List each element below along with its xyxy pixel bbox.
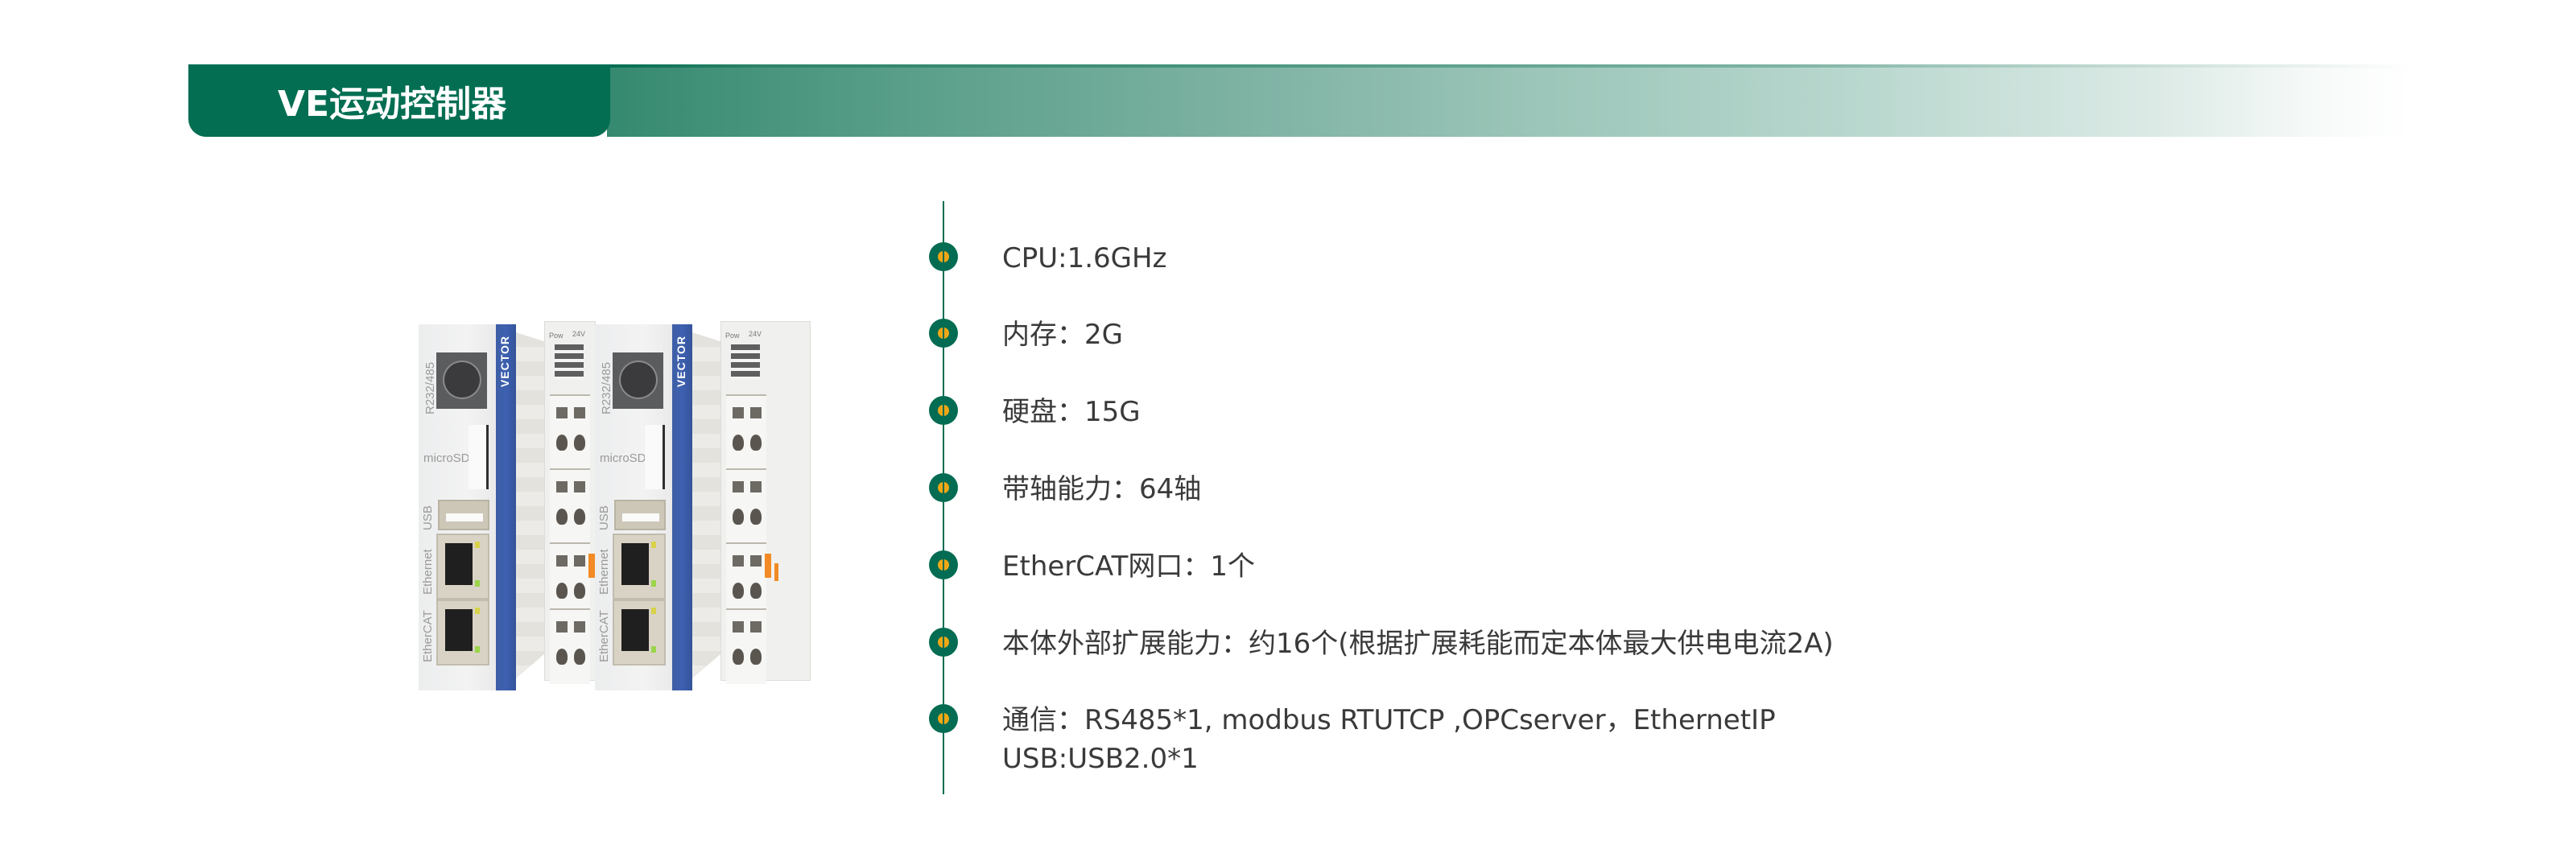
label-ethercat: EtherCAT <box>421 610 435 662</box>
bullet-dot-icon <box>929 628 958 657</box>
brand-stripe <box>496 324 516 690</box>
terminal-block <box>726 542 766 618</box>
terminal-block <box>550 394 590 470</box>
label-usb: USB <box>597 505 611 530</box>
product-image: R232/485 microSD USB Ethernet EtherCAT V… <box>415 320 817 698</box>
spec-text: 带轴能力：64轴 <box>1002 473 1202 505</box>
label-microsd: microSD <box>600 451 646 465</box>
orange-latch <box>588 554 595 578</box>
banner-top-strip <box>188 64 2410 68</box>
serial-port-connector <box>436 352 487 409</box>
bullet-dot-icon <box>929 704 958 733</box>
brand-stripe <box>672 324 692 690</box>
microsd-slot <box>469 425 489 489</box>
banner-title-tab: VE运动控制器 <box>188 64 610 137</box>
label-ethernet: Ethernet <box>421 549 435 595</box>
label-24v: 24V <box>572 330 586 338</box>
unit-side <box>516 332 548 678</box>
spec-text: 硬盘：15G <box>1002 396 1141 428</box>
ethernet-port <box>436 534 489 600</box>
ethernet-port <box>613 534 666 600</box>
label-24v: 24V <box>749 330 762 338</box>
bullet-dot-icon <box>929 396 958 425</box>
label-ethernet: Ethernet <box>597 549 611 595</box>
brand-logo: VECTOR <box>498 336 511 388</box>
terminal-block <box>726 468 766 544</box>
spec-text: CPU:1.6GHz <box>1002 242 1167 274</box>
spec-text: 通信：RS485*1, modbus RTUTCP ,OPCserver，Eth… <box>1002 704 1776 736</box>
page-title: VE运动控制器 <box>278 84 507 125</box>
orange-latch <box>774 563 778 581</box>
label-usb: USB <box>421 505 435 530</box>
label-pow: Pow <box>549 332 564 340</box>
brand-logo: VECTOR <box>675 336 687 388</box>
banner-gradient <box>607 68 2410 137</box>
controller-unit-1: R232/485 microSD USB Ethernet EtherCAT V… <box>419 321 604 690</box>
orange-latch <box>765 554 771 578</box>
terminal-module: Pow 24V <box>720 321 811 684</box>
label-ethercat: EtherCAT <box>597 610 611 662</box>
label-serial-port: R232/485 <box>423 361 437 414</box>
usb-port <box>438 500 489 530</box>
ethercat-port <box>613 600 666 666</box>
spec-text: 本体外部扩展能力：约16个(根据扩展耗能而定本体最大供电电流2A) <box>1002 628 1834 660</box>
spec-text-line-2: USB:USB2.0*1 <box>1002 743 1199 775</box>
controller-unit-2: R232/485 microSD USB Ethernet EtherCAT V… <box>595 321 811 690</box>
terminal-block <box>550 542 590 618</box>
terminal-block <box>550 608 590 684</box>
terminal-block <box>726 394 766 470</box>
label-pow: Pow <box>725 332 740 340</box>
ethercat-port <box>436 600 489 666</box>
bullet-dot-icon <box>929 473 958 502</box>
serial-port-connector <box>613 352 663 409</box>
status-leds <box>555 344 584 380</box>
usb-port <box>614 500 666 530</box>
microsd-slot <box>645 425 665 489</box>
spec-text: EtherCAT网口：1个 <box>1002 550 1256 583</box>
section-header-banner: VE运动控制器 <box>188 64 2410 137</box>
label-serial-port: R232/485 <box>600 361 613 414</box>
terminal-block <box>726 608 766 684</box>
bullet-dot-icon <box>929 550 958 579</box>
status-leds <box>731 344 760 380</box>
bullet-dot-icon <box>929 319 958 348</box>
spec-text: 内存：2G <box>1002 319 1123 351</box>
terminal-module: Pow 24V <box>544 321 596 684</box>
label-microsd: microSD <box>423 451 470 465</box>
bullet-dot-icon <box>929 242 958 271</box>
unit-side <box>692 332 724 678</box>
terminal-block <box>550 468 590 544</box>
